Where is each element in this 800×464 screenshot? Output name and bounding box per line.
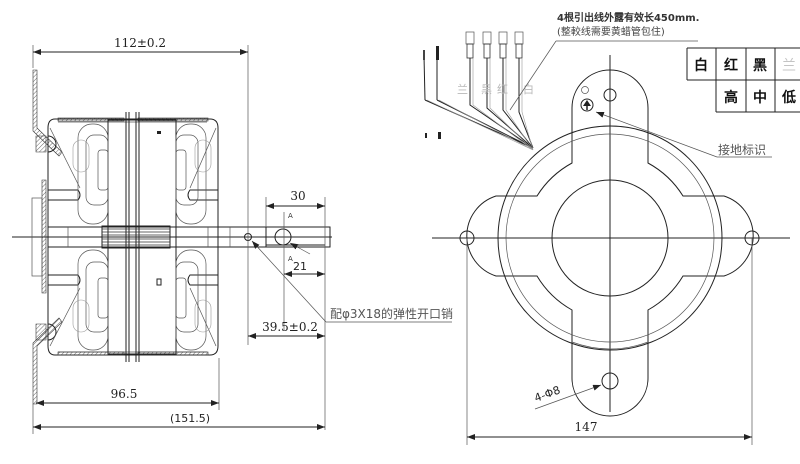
dim-shaft-flat: 30 — [290, 189, 305, 203]
lead-note-line2: (整較线需要黄蜡管包住) — [557, 25, 665, 38]
hole-note: 4-Φ8 — [533, 383, 562, 404]
motor-outer-ring — [497, 125, 723, 351]
flat-hole — [274, 228, 292, 246]
dim-overall-width: 112±0.2 — [114, 36, 166, 50]
table-cell-low: 低 — [781, 89, 796, 106]
table-cell-red: 红 — [724, 57, 738, 74]
motor-center-bore — [551, 179, 669, 297]
front-view: 接地标识 兰 黑 红 白 4根引出线外露有效长450mm. — [423, 11, 790, 445]
mount-hole-top — [603, 88, 617, 102]
wire-color-table: 白 红 黑 兰 高 中 低 — [686, 47, 800, 113]
table-cell-blue: 兰 — [782, 58, 796, 74]
pin-note: 配φ3X18的弹性开口销 — [330, 306, 453, 321]
table-cell-white: 白 — [694, 57, 708, 74]
terminal-connectors — [465, 31, 524, 59]
wire-label-white: 白 — [523, 82, 534, 96]
rotor-shaft — [47, 225, 331, 249]
section-mark-bottom: A — [288, 255, 293, 263]
mount-flange — [466, 69, 754, 417]
table-cell-high: 高 — [724, 89, 738, 106]
side-view: 112±0.2 30 A A 21 39.5±0.2 96.5 (151.5) … — [12, 36, 453, 434]
table-cell-mid: 中 — [753, 89, 767, 106]
dim-shaft-ext: 39.5±0.2 — [262, 320, 318, 334]
dim-total-length: (151.5) — [170, 412, 210, 425]
table-cell-black: 黑 — [753, 58, 767, 74]
wire-label-black: 黑 — [481, 83, 492, 96]
dim-hole-pos: 21 — [293, 260, 307, 273]
ground-label: 接地标识 — [718, 142, 766, 157]
stator-coils — [72, 123, 212, 351]
dim-body-width: 96.5 — [111, 387, 138, 401]
ground-symbol-icon — [580, 98, 594, 112]
dim-mount-span: 147 — [575, 420, 598, 434]
section-mark-top: A — [288, 212, 293, 220]
lead-note-line1: 4根引出线外露有效长450mm. — [557, 11, 699, 24]
mount-hole-bottom — [601, 372, 619, 390]
lead-wires: 兰 黑 红 白 — [423, 31, 534, 151]
wire-label-red: 红 — [497, 83, 508, 96]
side-dimensions: 112±0.2 30 A A 21 39.5±0.2 96.5 (151.5) … — [32, 36, 453, 434]
stator-core — [107, 112, 177, 362]
wire-label-blue: 兰 — [457, 83, 468, 96]
